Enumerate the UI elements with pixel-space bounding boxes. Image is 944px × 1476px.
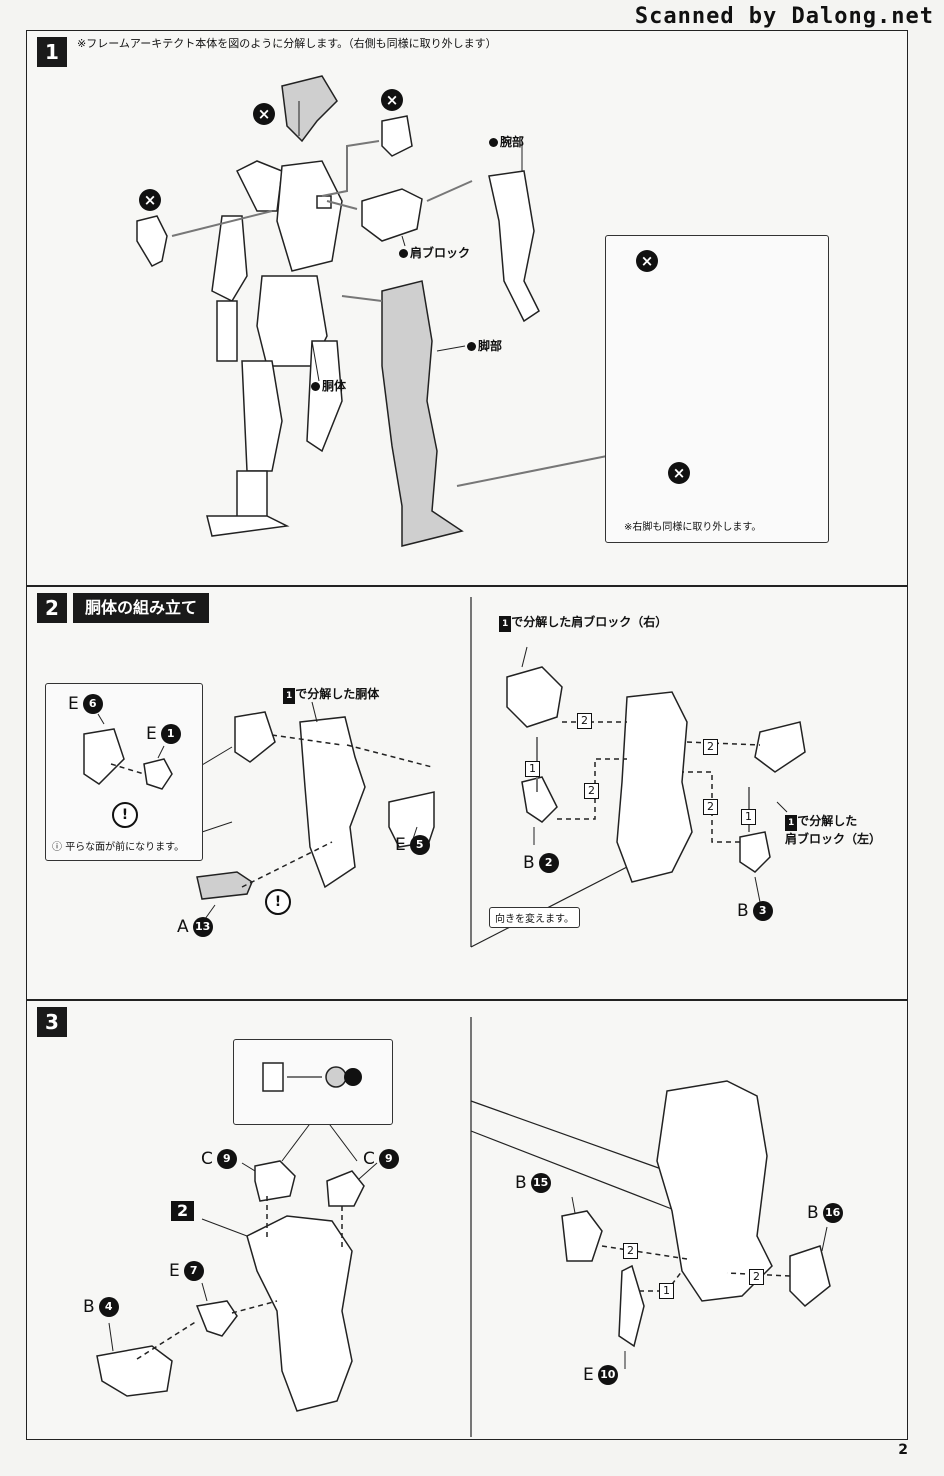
joint-piece (262, 1062, 284, 1092)
step-number: 3 (37, 1007, 67, 1037)
caution-icon: ! (265, 889, 291, 915)
part-c9-right (326, 1170, 365, 1207)
page-number: 2 (898, 1442, 908, 1458)
part-e1 (143, 758, 173, 790)
remove-icon: × (381, 89, 403, 111)
caution-icon: ⓘ (52, 842, 62, 853)
part-e6 (83, 728, 125, 785)
seq-2: 2 (623, 1243, 638, 1259)
torso-assembly (246, 1215, 353, 1412)
torso-assembly (616, 691, 693, 883)
step-ref-badge: 1 (283, 688, 296, 704)
bullet-icon (311, 382, 320, 391)
seq-1: 1 (525, 761, 540, 777)
step-1-panel: 1 ※フレームアーキテクト本体を図のように分解します。（右側も同様に取り外します… (26, 30, 908, 586)
part-e6-assembled (234, 711, 276, 763)
torso-part (299, 716, 366, 889)
joint-socket-part (325, 1066, 347, 1088)
step-3-panel: 3 (26, 1000, 908, 1440)
step-ref-badge: 1 (499, 616, 512, 632)
caution-icon: ! (112, 802, 138, 828)
remove-icon: × (139, 189, 161, 211)
inset-note: ※右脚も同様に取り外します。 (624, 522, 762, 533)
chest-cover-part (381, 115, 413, 157)
step-note: ※フレームアーキテクト本体を図のように分解します。（右側も同様に取り外します） (77, 37, 497, 50)
watermark: Scanned by Dalong.net (634, 4, 934, 29)
shoulder-block-part (361, 188, 423, 242)
arm-part (488, 170, 540, 323)
seq-2: 2 (703, 739, 718, 755)
leg-part (381, 280, 464, 547)
seq-1: 1 (659, 1283, 674, 1299)
inset-joint-detail (233, 1039, 393, 1125)
step-ref-badge: 2 (171, 1201, 195, 1221)
part-e10 (618, 1264, 645, 1348)
shoulder-block-right (506, 666, 563, 728)
part-e7 (195, 1300, 238, 1337)
part-badge-icon (344, 1068, 362, 1086)
frame-figure (206, 160, 343, 537)
part-b2 (521, 776, 558, 823)
seq-2: 2 (577, 713, 592, 729)
step-ref-badge: 1 (785, 815, 798, 831)
label-shoulder: 肩ブロック (399, 244, 470, 261)
remove-icon: × (668, 462, 690, 484)
seq-2: 2 (703, 799, 718, 815)
part-b3 (739, 831, 771, 873)
label-torso: 胴体 (311, 377, 346, 394)
step-number: 2 (37, 593, 67, 623)
remove-icon: × (636, 250, 658, 272)
inset-illustration (83, 713, 173, 790)
head-part (281, 75, 338, 143)
step-number: 1 (37, 37, 67, 67)
bullet-icon (489, 138, 498, 147)
step-2-illustration (196, 597, 806, 948)
part-b15 (561, 1210, 603, 1262)
part-b16 (789, 1245, 831, 1308)
label-arm: 腕部 (489, 133, 524, 150)
step-title: 胴体の組み立て (73, 593, 210, 623)
inset-right-leg: × × ※右脚も同様に取り外します。 (605, 235, 829, 543)
seq-2: 2 (584, 783, 599, 799)
part-a13 (196, 871, 253, 900)
part-b4 (96, 1345, 173, 1397)
side-cover-part (136, 215, 168, 267)
remove-icon: × (253, 103, 275, 125)
bullet-icon (467, 342, 476, 351)
bullet-icon (399, 249, 408, 258)
label-leg: 脚部 (467, 337, 502, 354)
seq-1: 1 (741, 809, 756, 825)
turn-note: 向きを変えます。 (489, 907, 580, 928)
inset-joint-overlay (262, 1062, 362, 1092)
seq-2: 2 (749, 1269, 764, 1285)
shoulder-block-left (754, 721, 806, 773)
part-c9-left (254, 1160, 296, 1202)
inset-note: ⓘ 平らな面が前になります。 (52, 842, 185, 853)
